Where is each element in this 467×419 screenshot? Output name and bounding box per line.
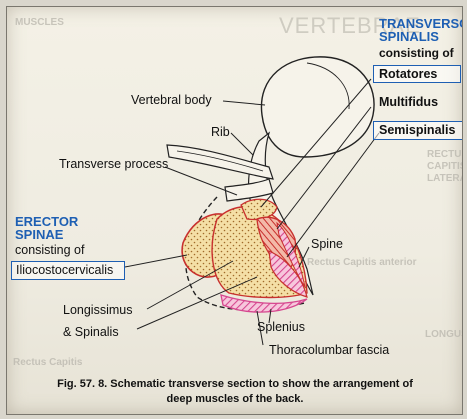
vertebral-body-shape (261, 57, 374, 157)
leader-rib (231, 133, 253, 155)
vertebral-body-label: Vertebral body (131, 93, 212, 107)
textbook-page: MUSCLES VERTEBRAE RECTUS CAPITIS LATERAL… (6, 6, 463, 415)
leader-iliocostocervicalis (125, 255, 187, 267)
splenius-label: Splenius (257, 320, 305, 334)
rotatores-label: Rotatores (379, 67, 437, 81)
leader-vertebral-body (223, 101, 265, 105)
thoracolumbar-fascia-label: Thoracolumbar fascia (269, 343, 389, 357)
transversospinalis-subtitle: consisting of (379, 46, 454, 60)
semispinalis-label: Semispinalis (379, 123, 455, 137)
erector-spinae-title-2: SPINAE (15, 228, 63, 241)
transverse-process-label: Transverse process (59, 157, 168, 171)
erector-spinae-subtitle: consisting of (15, 243, 84, 257)
spine-label: Spine (311, 237, 343, 251)
longissimus-label: Longissimus (63, 303, 132, 317)
leader-transverse-process (165, 167, 237, 195)
multifidus-label: Multifidus (379, 95, 438, 109)
transversospinalis-title-2: SPINALIS (379, 30, 439, 43)
iliocostocervicalis-label: Iliocostocervicalis (16, 263, 113, 277)
figure-caption-line-1: Fig. 57. 8. Schematic transverse section… (35, 377, 435, 392)
rib-label: Rib (211, 125, 230, 139)
spinalis-label: & Spinalis (63, 325, 119, 339)
figure-caption-line-2: deep muscles of the back. (35, 392, 435, 407)
figure-caption: Fig. 57. 8. Schematic transverse section… (35, 377, 435, 407)
